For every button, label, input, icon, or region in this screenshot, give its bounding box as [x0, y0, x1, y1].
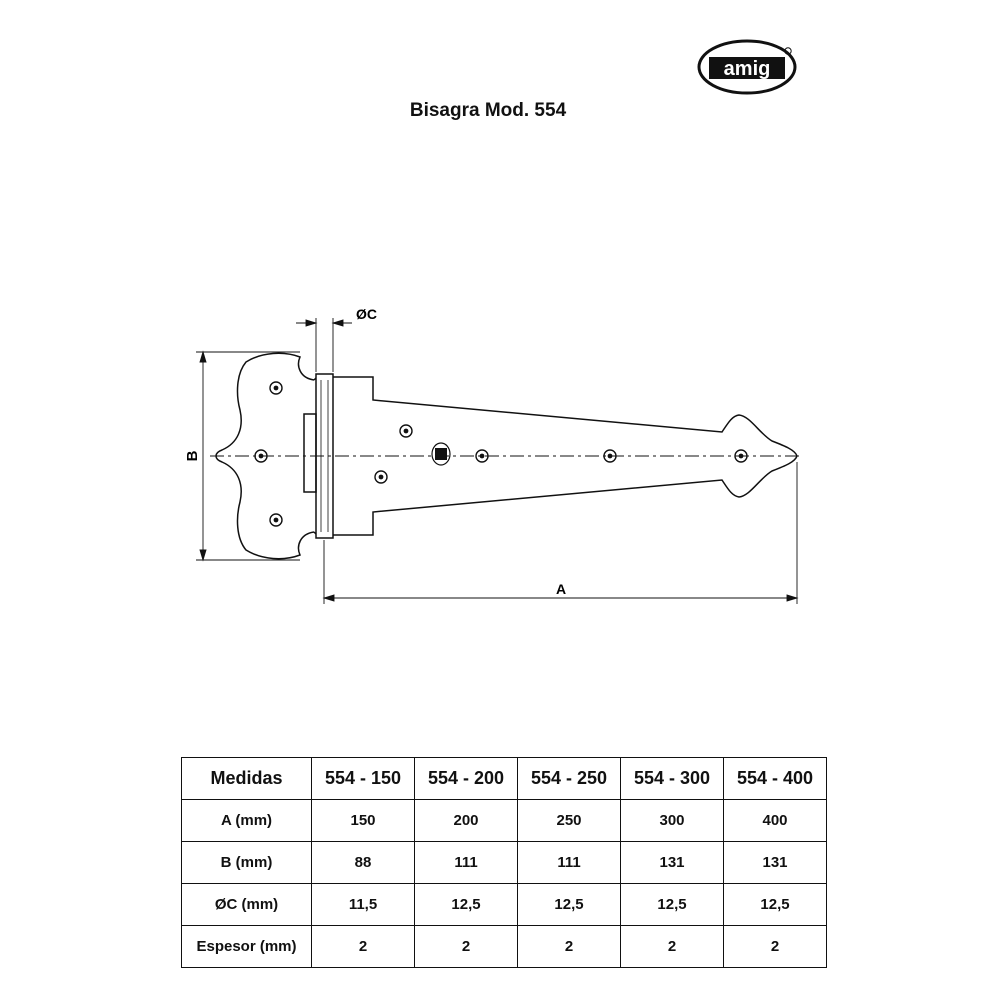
dimension-a	[322, 462, 799, 604]
table-cell: 150	[311, 799, 415, 842]
table-header: 554 - 400	[723, 757, 827, 800]
table-cell: 2	[414, 925, 518, 968]
table-cell: 131	[620, 841, 724, 884]
table-cell: 12,5	[414, 883, 518, 926]
table-cell: 2	[723, 925, 827, 968]
hinge-knuckle-back	[303, 413, 317, 493]
measurements-table: Medidas 554 - 150 554 - 200 554 - 250 55…	[181, 757, 827, 968]
table-row: B (mm) 88 111 111 131 131	[181, 841, 827, 884]
table-cell: 400	[723, 799, 827, 842]
table-cell: 11,5	[311, 883, 415, 926]
table-cell: 12,5	[620, 883, 724, 926]
logo-text: amig	[724, 58, 771, 80]
table-cell: 2	[620, 925, 724, 968]
dimension-c-label: ØC	[356, 306, 377, 322]
table-row: Espesor (mm) 2 2 2 2 2	[181, 925, 827, 968]
table-cell: 12,5	[723, 883, 827, 926]
table-cell: 88	[311, 841, 415, 884]
table-header: 554 - 300	[620, 757, 724, 800]
row-label: Espesor (mm)	[181, 925, 312, 968]
row-label: A (mm)	[181, 799, 312, 842]
amig-logo: amig	[697, 39, 797, 95]
table-cell: 12,5	[517, 883, 621, 926]
table-header: Medidas	[181, 757, 312, 800]
table-cell: 200	[414, 799, 518, 842]
table-cell: 131	[723, 841, 827, 884]
page-title: Bisagra Mod. 554	[409, 100, 567, 121]
table-header: 554 - 150	[311, 757, 415, 800]
screw-holes	[254, 381, 748, 527]
table-cell: 2	[517, 925, 621, 968]
row-label: ØC (mm)	[181, 883, 312, 926]
table-cell: 2	[311, 925, 415, 968]
dimension-b-label: B	[184, 450, 201, 461]
table-cell: 300	[620, 799, 724, 842]
dimension-b	[196, 350, 300, 562]
table-cell: 111	[517, 841, 621, 884]
table-cell: 250	[517, 799, 621, 842]
table-row: A (mm) 150 200 250 300 400	[181, 799, 827, 842]
strap-logo-stamp	[431, 442, 451, 466]
table-cell: 111	[414, 841, 518, 884]
dimension-c	[296, 318, 352, 372]
dimension-a-label: A	[556, 581, 566, 597]
table-row: ØC (mm) 11,5 12,5 12,5 12,5 12,5	[181, 883, 827, 926]
table-header: 554 - 200	[414, 757, 518, 800]
table-header-row: Medidas 554 - 150 554 - 200 554 - 250 55…	[181, 757, 827, 800]
row-label: B (mm)	[181, 841, 312, 884]
table-header: 554 - 250	[517, 757, 621, 800]
